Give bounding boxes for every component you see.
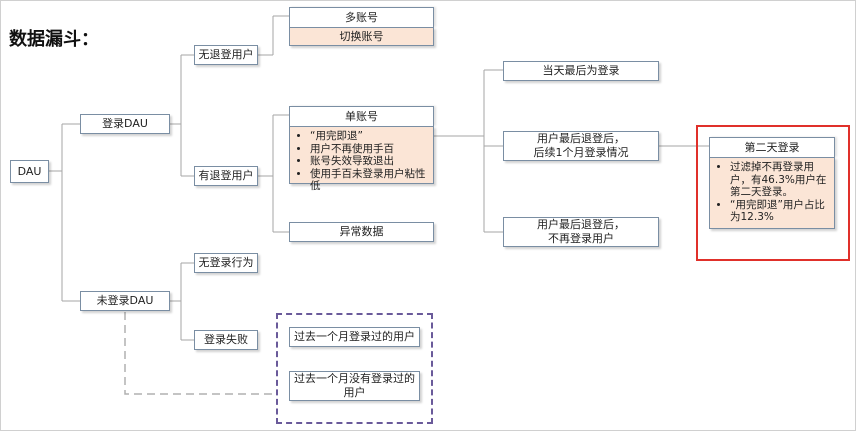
- reason-item: “用完即退”: [310, 130, 429, 143]
- note-item: 过滤掉不再登录用户，有46.3%用户在第二天登录。: [730, 161, 830, 199]
- node-logout-no-relogin-line1: 用户最后退登后，: [537, 218, 625, 231]
- node-no-login-dau: 未登录DAU: [80, 291, 170, 311]
- note-item: “用完即退”用户占比为12.3%: [730, 199, 830, 224]
- reason-item: 用户不再使用手百: [310, 143, 429, 156]
- reason-item: 使用手百未登录用户粘性低: [310, 168, 429, 193]
- highlight-frame: [696, 125, 850, 261]
- page-title: 数据漏斗：: [9, 29, 99, 50]
- next-day-notes: 过滤掉不再登录用户，有46.3%用户在第二天登录。 “用完即退”用户占比为12.…: [709, 157, 835, 229]
- node-logout-then-month: 用户最后退登后， 后续1个月登录情况: [503, 131, 659, 161]
- node-abnormal-data: 异常数据: [289, 222, 434, 242]
- node-logout-no-relogin-line2: 不再登录用户: [548, 232, 614, 245]
- dashed-group-frame: [276, 313, 433, 424]
- node-logout-no-relogin: 用户最后退登后， 不再登录用户: [503, 217, 659, 247]
- reason-item: 账号失效导致退出: [310, 155, 429, 168]
- node-not-logged-past-month: 过去一个月没有登录过的用户: [289, 371, 420, 401]
- node-multi-account: 多账号: [289, 7, 434, 27]
- node-login-failed: 登录失败: [194, 330, 258, 350]
- node-single-account: 单账号: [289, 106, 434, 126]
- single-account-reasons: “用完即退” 用户不再使用手百 账号失效导致退出 使用手百未登录用户粘性低: [289, 126, 434, 192]
- node-switch-account: 切换账号: [289, 27, 434, 46]
- node-logout-then-month-line2: 后续1个月登录情况: [533, 146, 629, 159]
- node-next-day-login: 第二天登录: [709, 137, 835, 157]
- node-login-dau: 登录DAU: [80, 114, 170, 134]
- node-no-login-behavior: 无登录行为: [194, 253, 258, 273]
- node-logged-past-month: 过去一个月登录过的用户: [289, 327, 420, 347]
- node-has-logout-user: 有退登用户: [194, 166, 258, 186]
- node-last-login-same-day: 当天最后为登录: [503, 61, 659, 81]
- node-no-logout-user: 无退登用户: [194, 45, 258, 65]
- node-dau: DAU: [10, 160, 49, 183]
- node-logout-then-month-line1: 用户最后退登后，: [537, 132, 625, 145]
